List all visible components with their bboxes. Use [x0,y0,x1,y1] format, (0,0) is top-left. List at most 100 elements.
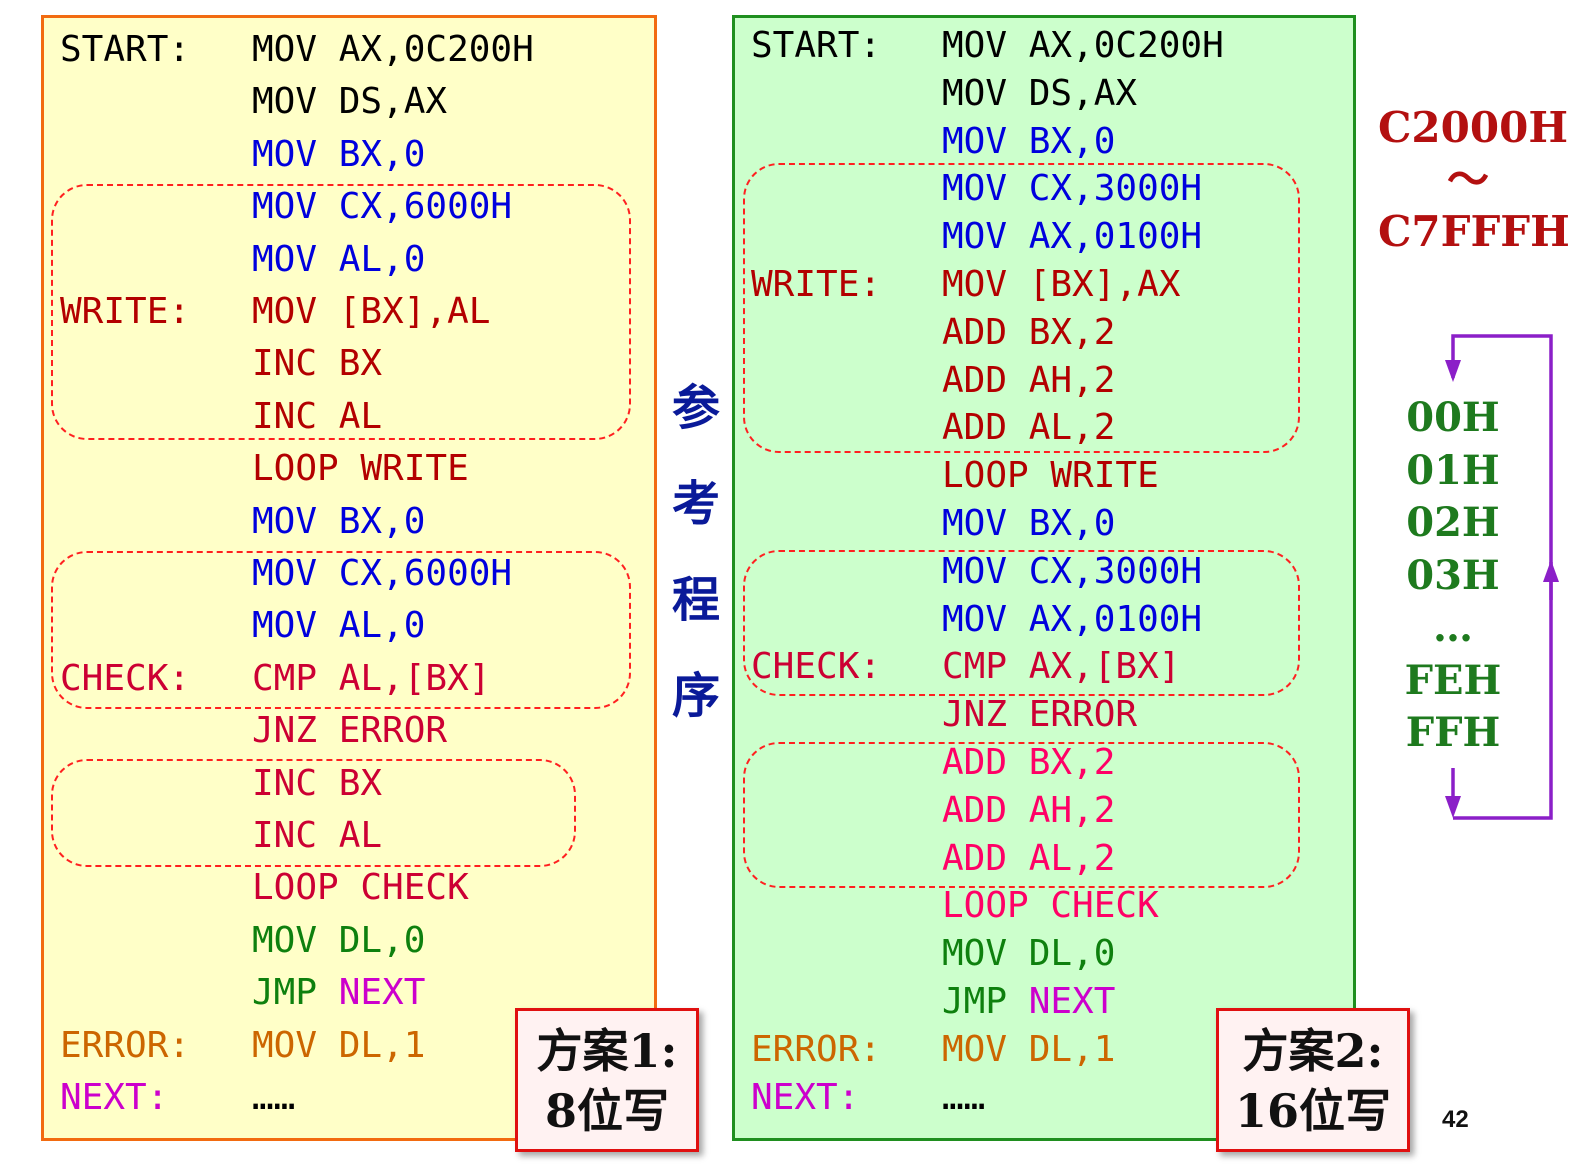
code-line: LOOP CHECK [735,881,1353,931]
instruction-text: LOOP WRITE [942,455,1159,497]
code-line: WRITE:MOV [BX],AL [44,287,654,337]
code-instruction: JMP NEXT [942,977,1115,1027]
code-instruction: MOV AL,0 [252,601,425,651]
instruction-text: ADD AH,2 [942,789,1116,831]
code-line: MOV AX,0100H [735,595,1353,645]
instruction-text: MOV AX,0100H [942,216,1203,258]
instruction-text: MOV CX,6000H [252,186,513,228]
code-instruction: JNZ ERROR [252,706,447,756]
instruction-text: LOOP WRITE [252,448,469,490]
code-instruction: MOV BX,0 [252,497,425,547]
code-label: NEXT: [60,1077,169,1118]
code-instruction: MOV DS,AX [252,77,447,127]
vertical-title-char: 参 [671,380,720,436]
code-line: MOV AX,0100H [735,212,1353,262]
code-instruction: LOOP CHECK [252,863,469,913]
instruction-text: MOV CX,3000H [942,168,1203,210]
code-instruction: MOV AX,0C200H [942,21,1224,71]
code-label: ERROR: [60,1024,191,1066]
instruction-text: MOV BX,0 [252,133,426,175]
arrow-head-up-icon [1543,560,1559,582]
instruction-text: MOV AX,0100H [942,598,1203,640]
code-line: MOV DL,0 [44,916,654,966]
code-instruction: MOV BX,0 [942,117,1115,167]
byte-value: FFH [1405,709,1501,756]
code-line: MOV DL,0 [735,929,1353,979]
plan1-title: 方案1: [536,1024,678,1078]
address-range: C2000H ～ C7FFFH [1378,102,1570,258]
code-line: INC BX [44,759,654,809]
instruction-text: ADD AL,2 [942,837,1116,879]
instruction-text: ADD BX,2 [942,742,1116,783]
code-line: MOV BX,0 [735,117,1353,167]
check-increment-dashed-box [743,742,1300,888]
code-instruction: INC AL [252,392,382,442]
jump-target: NEXT [1028,981,1116,1022]
code-instruction: LOOP WRITE [942,451,1159,501]
instruction-text: INC BX [252,762,383,804]
code-line: NEXT:…… [735,1073,1353,1123]
page-number: 42 [1442,1106,1469,1133]
plan2-subtitle: 16位写 [1234,1084,1391,1138]
instruction-text: JMP [252,972,339,1014]
address-end: C7FFFH [1378,207,1570,256]
code-instruction: MOV DL,0 [252,916,425,966]
code-instruction: INC BX [252,339,382,389]
code-instruction: CMP AX,[BX] [942,642,1180,692]
code-instruction: MOV DS,AX [942,69,1137,119]
instruction-text: MOV AL,0 [252,238,426,280]
code-line: CHECK:CMP AX,[BX] [735,642,1353,692]
code-instruction: ADD BX,2 [942,738,1115,788]
code-line: START:MOV AX,0C200H [735,21,1353,71]
plan2-title: 方案2: [1242,1024,1384,1078]
check-init-dashed-box [51,551,631,709]
instruction-text: INC BX [252,343,383,385]
code-line: JNZ ERROR [44,706,654,756]
instruction-text: MOV BX,0 [942,503,1116,544]
plan1-subtitle: 8位写 [544,1084,669,1138]
plan1-badge: 方案1: 8位写 [515,1008,699,1152]
code-instruction: ADD AH,2 [942,786,1115,836]
code-instruction: MOV AX,0100H [942,595,1202,645]
code-line: NEXT:…… [44,1073,654,1123]
code-line: MOV DS,AX [735,69,1353,119]
code-instruction: ADD AL,2 [942,834,1115,884]
code-line: LOOP CHECK [44,863,654,913]
code-line: START:MOV AX,0C200H [44,25,654,75]
code-line: MOV CX,6000H [44,549,654,599]
byte-value: 00H [1406,394,1500,441]
code-label: NEXT: [751,1076,860,1118]
code-line: JNZ ERROR [735,690,1353,740]
code-line: ERROR:MOV DL,1 [735,1025,1353,1075]
code-instruction: MOV CX,6000H [252,549,512,599]
code-instruction: MOV DL,1 [252,1021,425,1071]
code-label: START: [60,29,191,70]
code-instruction: MOV CX,6000H [252,182,512,232]
write-block-dashed-box [743,163,1300,453]
code-line: JMP NEXT [735,977,1353,1027]
instruction-text: LOOP CHECK [252,867,469,909]
instruction-text: MOV DL,0 [942,933,1116,975]
byte-value: 01H [1406,446,1500,494]
code-instruction: MOV CX,3000H [942,164,1202,214]
code-line: ADD AL,2 [735,403,1353,453]
instruction-text: ADD AH,2 [942,359,1116,401]
code-instruction: ADD AL,2 [942,403,1115,453]
instruction-text: CMP AX,[BX] [942,646,1181,688]
code-line: MOV CX,6000H [44,182,654,232]
instruction-text: JNZ ERROR [942,694,1138,736]
code-instruction: JMP NEXT [252,968,425,1018]
code-instruction: JNZ ERROR [942,690,1137,740]
instruction-text: MOV CX,6000H [252,553,513,594]
vertical-title-char: 考 [671,476,720,532]
code-line: JMP NEXT [44,968,654,1018]
instruction-text: ADD AL,2 [942,407,1116,449]
instruction-text: MOV DS,AX [942,72,1138,114]
instruction-text: MOV DS,AX [252,81,448,123]
code-line: MOV DS,AX [44,77,654,127]
vertical-title-char: 序 [671,668,720,724]
instruction-text: ADD BX,2 [942,311,1116,353]
instruction-text: INC AL [252,395,383,437]
